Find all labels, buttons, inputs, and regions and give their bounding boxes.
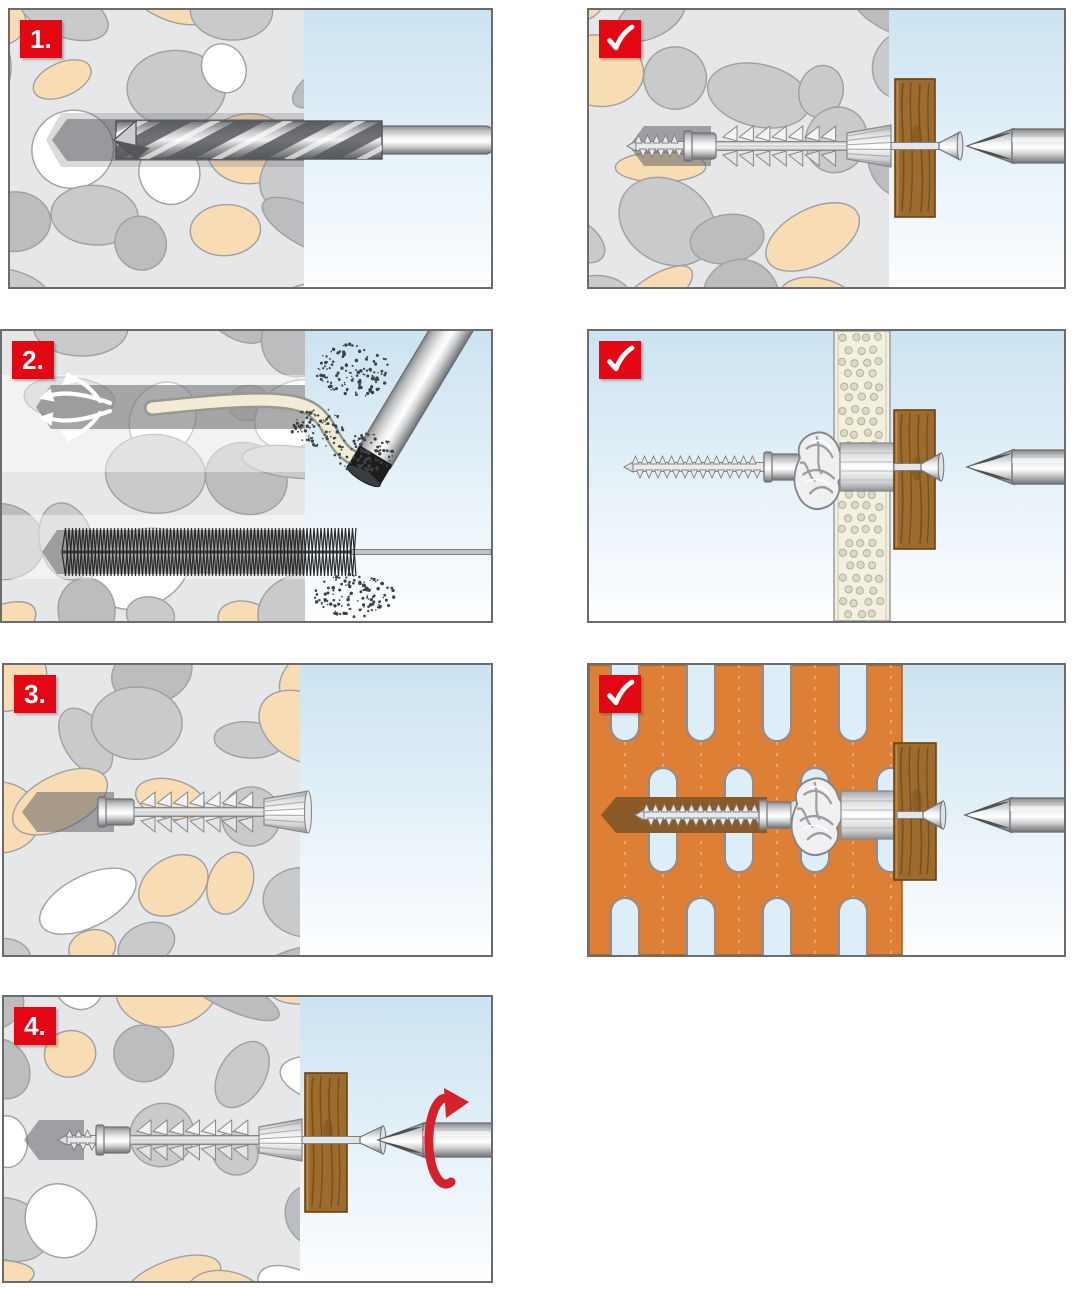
knotted-plug xyxy=(790,777,844,856)
wood-batten xyxy=(893,409,936,550)
artwork-clean-scene xyxy=(2,331,491,621)
screw-head xyxy=(920,451,945,483)
rotation-arrow-icon xyxy=(424,1088,469,1189)
plug-metal-sleeve xyxy=(763,451,800,483)
plug-body xyxy=(839,442,895,492)
plug-metal-sleeve xyxy=(758,799,792,831)
knotted-plug xyxy=(793,431,845,510)
screw xyxy=(56,1128,101,1152)
step-1-badge: 1. xyxy=(20,20,62,58)
panel-step-1-drill: 1. xyxy=(8,8,493,289)
step-4-badge: 4. xyxy=(14,1007,56,1045)
bore-brush xyxy=(61,527,491,577)
panel-step-3-insert: 3. xyxy=(2,663,493,957)
artwork-drill-scene xyxy=(10,10,491,287)
plug-collar xyxy=(263,790,313,834)
artwork-screw-scene xyxy=(4,997,491,1281)
plug-body xyxy=(840,790,898,840)
panel-result-perforated-brick xyxy=(587,663,1066,957)
artwork-perforated-brick-result xyxy=(589,665,1064,955)
checkmark-icon xyxy=(599,20,641,58)
panel-result-board xyxy=(587,329,1066,623)
screw xyxy=(633,802,764,828)
artwork-board-result xyxy=(589,331,1064,621)
universal-plug xyxy=(129,1118,260,1162)
dust-particles xyxy=(313,572,396,619)
airflow-arrows xyxy=(39,371,113,444)
screw xyxy=(625,133,687,159)
artwork-insert-scene xyxy=(4,665,491,955)
artwork-solid-wall-result xyxy=(589,10,1064,287)
masonry-drill-bit xyxy=(113,119,491,161)
universal-plug xyxy=(133,790,265,834)
screw-head xyxy=(922,799,947,831)
plug-metal-sleeve xyxy=(97,796,135,828)
plug-collar xyxy=(258,1118,303,1162)
screw-head xyxy=(938,131,964,161)
screw xyxy=(622,454,767,480)
checkmark-icon xyxy=(599,675,641,713)
step-2-badge: 2. xyxy=(12,341,54,379)
universal-plug xyxy=(715,124,848,168)
dust-particles xyxy=(290,408,345,448)
checkmark-icon xyxy=(599,341,641,379)
panel-step-2-clean: 2. xyxy=(0,329,493,623)
step-3-badge: 3. xyxy=(14,675,56,713)
plug-metal-sleeve xyxy=(95,1124,131,1156)
dust-particles xyxy=(315,342,389,397)
dust-particles xyxy=(333,432,395,474)
panel-step-4-screw: 4. xyxy=(2,995,493,1283)
plug-metal-sleeve xyxy=(683,130,717,162)
plug-collar xyxy=(846,124,892,168)
panel-result-solid-wall xyxy=(587,8,1066,289)
